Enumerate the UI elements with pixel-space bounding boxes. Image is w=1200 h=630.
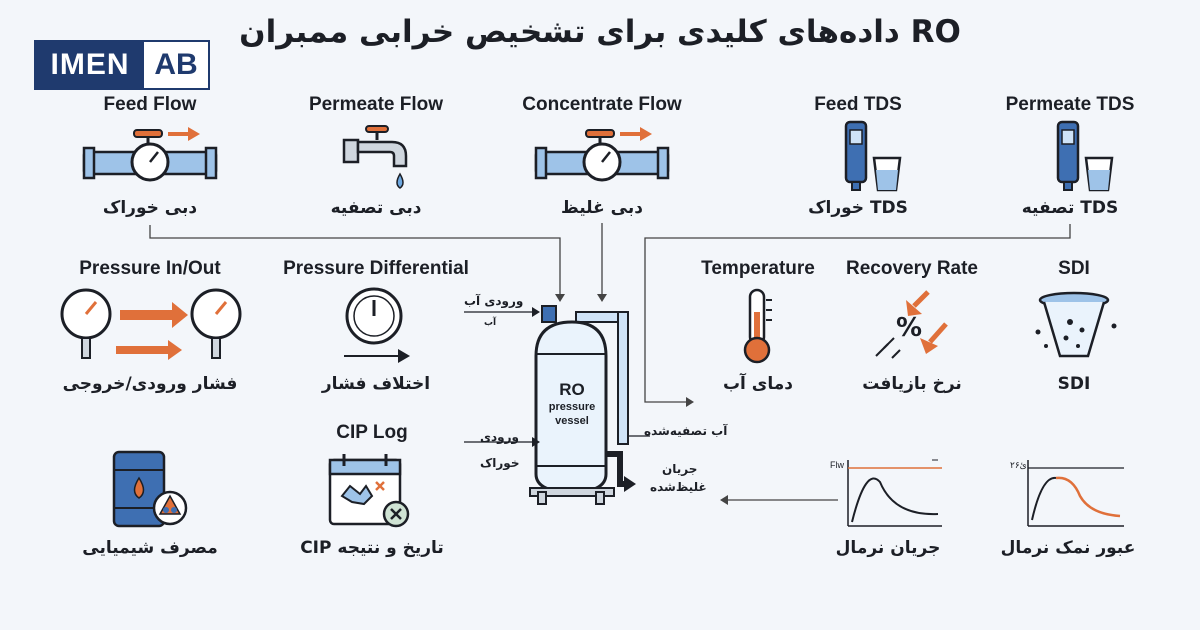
thermometer-icon [743,288,772,364]
imenab-logo: IMEN AB [34,40,210,90]
feed-flow-fa-label: دبی خوراک [102,198,198,218]
tds-meter-icon-2 [1056,120,1114,192]
feed-flow-label: Feed Flow [103,94,197,115]
salt-axis-label: ۲۶ئ [1010,460,1027,470]
pressure-diff-label: Pressure Differential [283,258,469,279]
vessel-name: RO [559,380,585,399]
calendar-cip-icon [328,454,410,528]
pressure-inout-label: Pressure In/Out [79,258,221,279]
permeate-flow-fa-label: دبی تصفیه [330,198,422,218]
normalized-flow-chart-icon [847,459,942,527]
recovery-label: Recovery Rate [845,258,979,279]
logo-part-imen: IMEN [36,42,144,88]
sdi-filter-icon [1035,291,1117,358]
permeate-out-label: آب تصفیه‌شده [644,424,728,438]
cip-fa-label: تاریخ و نتیجه CIP [300,538,444,558]
pressure-gauges-icon [60,288,242,360]
sdi-label: SDI [1058,258,1090,279]
vessel-input-arrows [464,307,540,447]
faucet-icon [342,125,408,189]
recovery-fa-label: نرخ بازیافت [862,374,962,394]
feed-tds-label: Feed TDS [814,94,902,115]
feed-in-label-2: خوراک [480,456,520,470]
chemical-fa-label: مصرف شیمیایی [82,538,218,558]
tds-meter-icon [844,120,902,192]
chemical-barrel-icon [112,450,188,528]
differential-gauge-icon [344,287,410,363]
pressure-inout-fa-label: فشار ورودی/خروجی [62,374,238,394]
cip-log-label: CIP Log [336,422,408,443]
pipe-gauge-icon-2 [534,127,670,182]
concentrate-flow-fa-label: دبی غلیظ [561,198,643,218]
svg-text:%: % [896,313,922,343]
normalized-flow-fa-label: جریان نرمال [835,538,941,558]
permeate-tds-label: Permeate TDS [1005,94,1135,115]
page-title: داده‌های کلیدی برای تشخیص خرابی ممبران R… [239,14,961,50]
flow-axis-label: Flw [830,460,844,470]
pipe-gauge-icon [82,127,218,182]
vessel-sub2: vessel [555,415,589,427]
feed-tds-fa-label: TDS خوراک [808,198,908,218]
recovery-percent-icon: % [875,290,948,359]
concentrate-flow-label: Concentrate Flow [522,94,682,115]
water-in-small-label: آب [484,318,497,328]
feed-in-label-1: ورودی [480,430,519,444]
sdi-fa-label: SDI [1057,374,1091,394]
logo-part-ab: AB [144,42,208,88]
temperature-fa-label: دمای آب [722,374,794,394]
vessel-sub1: pressure [548,401,596,413]
concentrate-label-2: غلیظ‌شده [650,480,707,494]
pressure-diff-fa-label: اختلاف فشار [321,374,431,394]
permeate-flow-label: Permeate Flow [308,94,444,115]
normalized-salt-chart-icon [1027,460,1124,527]
concentrate-label-1: جریان [662,462,698,476]
water-in-label: ورودی آب [464,294,524,308]
temperature-label: Temperature [701,258,815,279]
permeate-tds-fa-label: TDS تصفیه [1021,198,1119,218]
normalized-salt-fa-label: عبور نمک نرمال [1000,538,1136,558]
ro-pressure-vessel [529,305,650,505]
